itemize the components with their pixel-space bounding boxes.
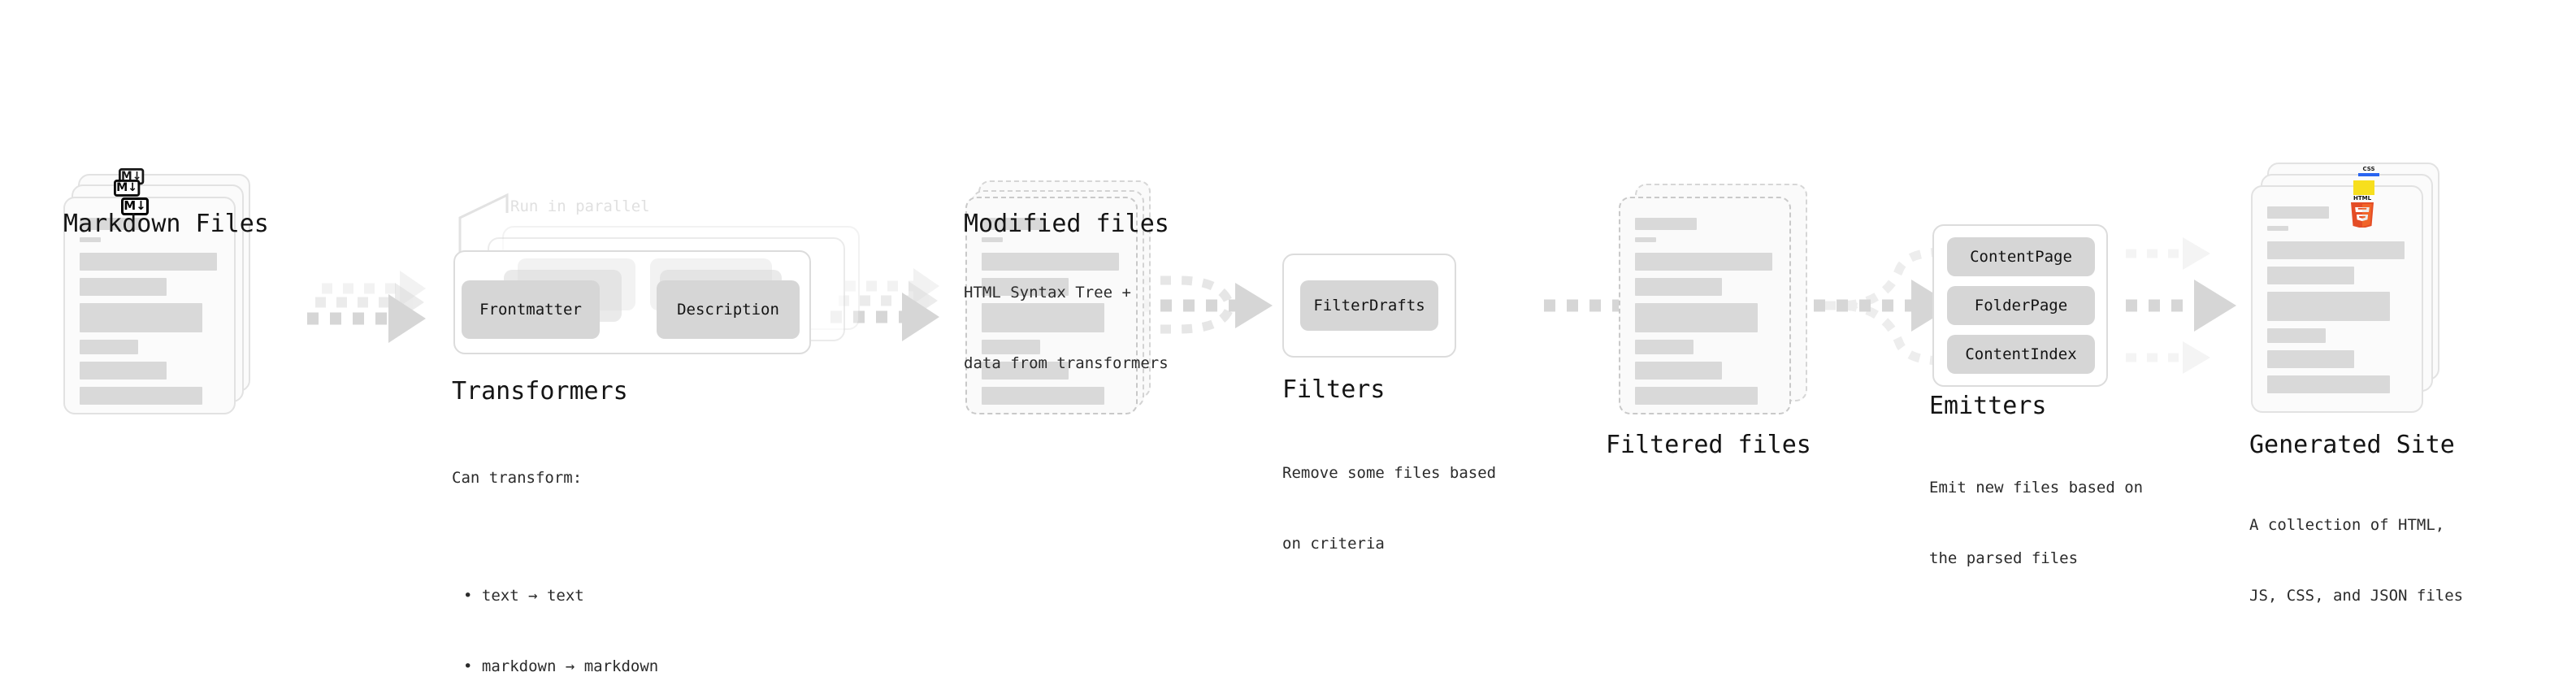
modified-file-card	[965, 197, 1138, 414]
filtered-file-content	[1635, 218, 1775, 412]
filtered-files-title: Filtered files	[1606, 431, 1811, 459]
generated-site-caption-line-0: A collection of HTML,	[2249, 516, 2445, 534]
arrow-markdown-to-transformers	[307, 271, 426, 343]
markdown-icon-mid: M↓	[114, 180, 141, 197]
generated-site-caption-line-1: JS, CSS, and JSON files	[2249, 587, 2464, 605]
modified-files-caption-line-0: HTML Syntax Tree +	[964, 284, 1131, 301]
html5-icon: HTML	[2348, 193, 2376, 228]
markdown-icon: M↓	[121, 197, 149, 215]
transformers-bullet-1: • markdown → markdown	[463, 657, 659, 675]
generated-file-content	[2267, 206, 2407, 401]
emitters-caption: Emit new files based on the parsed files	[1929, 429, 2143, 618]
transformers-caption: Can transform: • text → text • markdown …	[452, 419, 658, 681]
markdown-icon-glyph: M↓	[124, 197, 146, 213]
transformers-caption-head: Can transform:	[452, 469, 583, 487]
css-icon-label: CSS	[2362, 166, 2375, 172]
transformer-chip-description-label: Description	[677, 301, 779, 319]
modified-files-caption: HTML Syntax Tree + data from transformer…	[964, 234, 1169, 423]
emitter-chip-contentindex[interactable]: ContentIndex	[1947, 335, 2095, 374]
modified-files-caption-line-1: data from transformers	[964, 354, 1169, 372]
transformer-chip-frontmatter[interactable]: Frontmatter	[462, 280, 600, 339]
emitters-title: Emitters	[1929, 392, 2047, 420]
emitter-chip-contentindex-label: ContentIndex	[1965, 345, 2077, 363]
filters-title: Filters	[1282, 375, 1386, 404]
svg-text:HTML: HTML	[2353, 195, 2372, 202]
transformers-bullet-0: • text → text	[463, 587, 584, 605]
markdown-files-title: Markdown Files	[63, 210, 269, 238]
generated-file-card	[2251, 185, 2423, 413]
generated-site-caption: A collection of HTML, JS, CSS, and JSON …	[2249, 466, 2463, 655]
filters-caption-line-1: on criteria	[1282, 535, 1385, 553]
markdown-icon-glyph-back: M↓	[120, 168, 142, 183]
emitters-caption-line-1: the parsed files	[1929, 549, 2079, 567]
markdown-file-content	[80, 218, 219, 412]
js-icon	[2353, 180, 2374, 195]
css-icon-bar	[2358, 173, 2379, 176]
markdown-file-card	[63, 197, 236, 414]
generated-site-title: Generated Site	[2249, 431, 2455, 459]
modified-file-content	[982, 218, 1121, 412]
css-icon: CSS	[2358, 167, 2379, 180]
markdown-icon-glyph-mid: M↓	[116, 180, 138, 194]
run-in-parallel-label: Run in parallel	[510, 197, 650, 215]
filters-caption: Remove some files based on criteria	[1282, 414, 1496, 603]
filter-chip-filterdrafts[interactable]: FilterDrafts	[1300, 280, 1438, 331]
transformers-bullet-list: • text → text • markdown → markdown • ht…	[452, 537, 658, 681]
transformer-chip-frontmatter-label: Frontmatter	[479, 301, 582, 319]
modified-files-title: Modified files	[964, 210, 1169, 238]
filtered-file-card	[1619, 197, 1791, 414]
html5-icon-svg: HTML	[2351, 195, 2374, 228]
transformers-title: Transformers	[452, 377, 628, 406]
filters-caption-line-0: Remove some files based	[1282, 464, 1497, 482]
emitter-chip-contentpage-label: ContentPage	[1970, 248, 2072, 266]
emitter-chip-folderpage[interactable]: FolderPage	[1947, 286, 2095, 325]
transformer-chip-description[interactable]: Description	[657, 280, 800, 339]
filter-chip-filterdrafts-label: FilterDrafts	[1313, 297, 1425, 314]
emitters-caption-line-0: Emit new files based on	[1929, 479, 2144, 497]
arrow-emitters-to-site	[2126, 237, 2236, 374]
emitter-chip-contentpage[interactable]: ContentPage	[1947, 237, 2095, 276]
emitter-chip-folderpage-label: FolderPage	[1974, 297, 2068, 314]
